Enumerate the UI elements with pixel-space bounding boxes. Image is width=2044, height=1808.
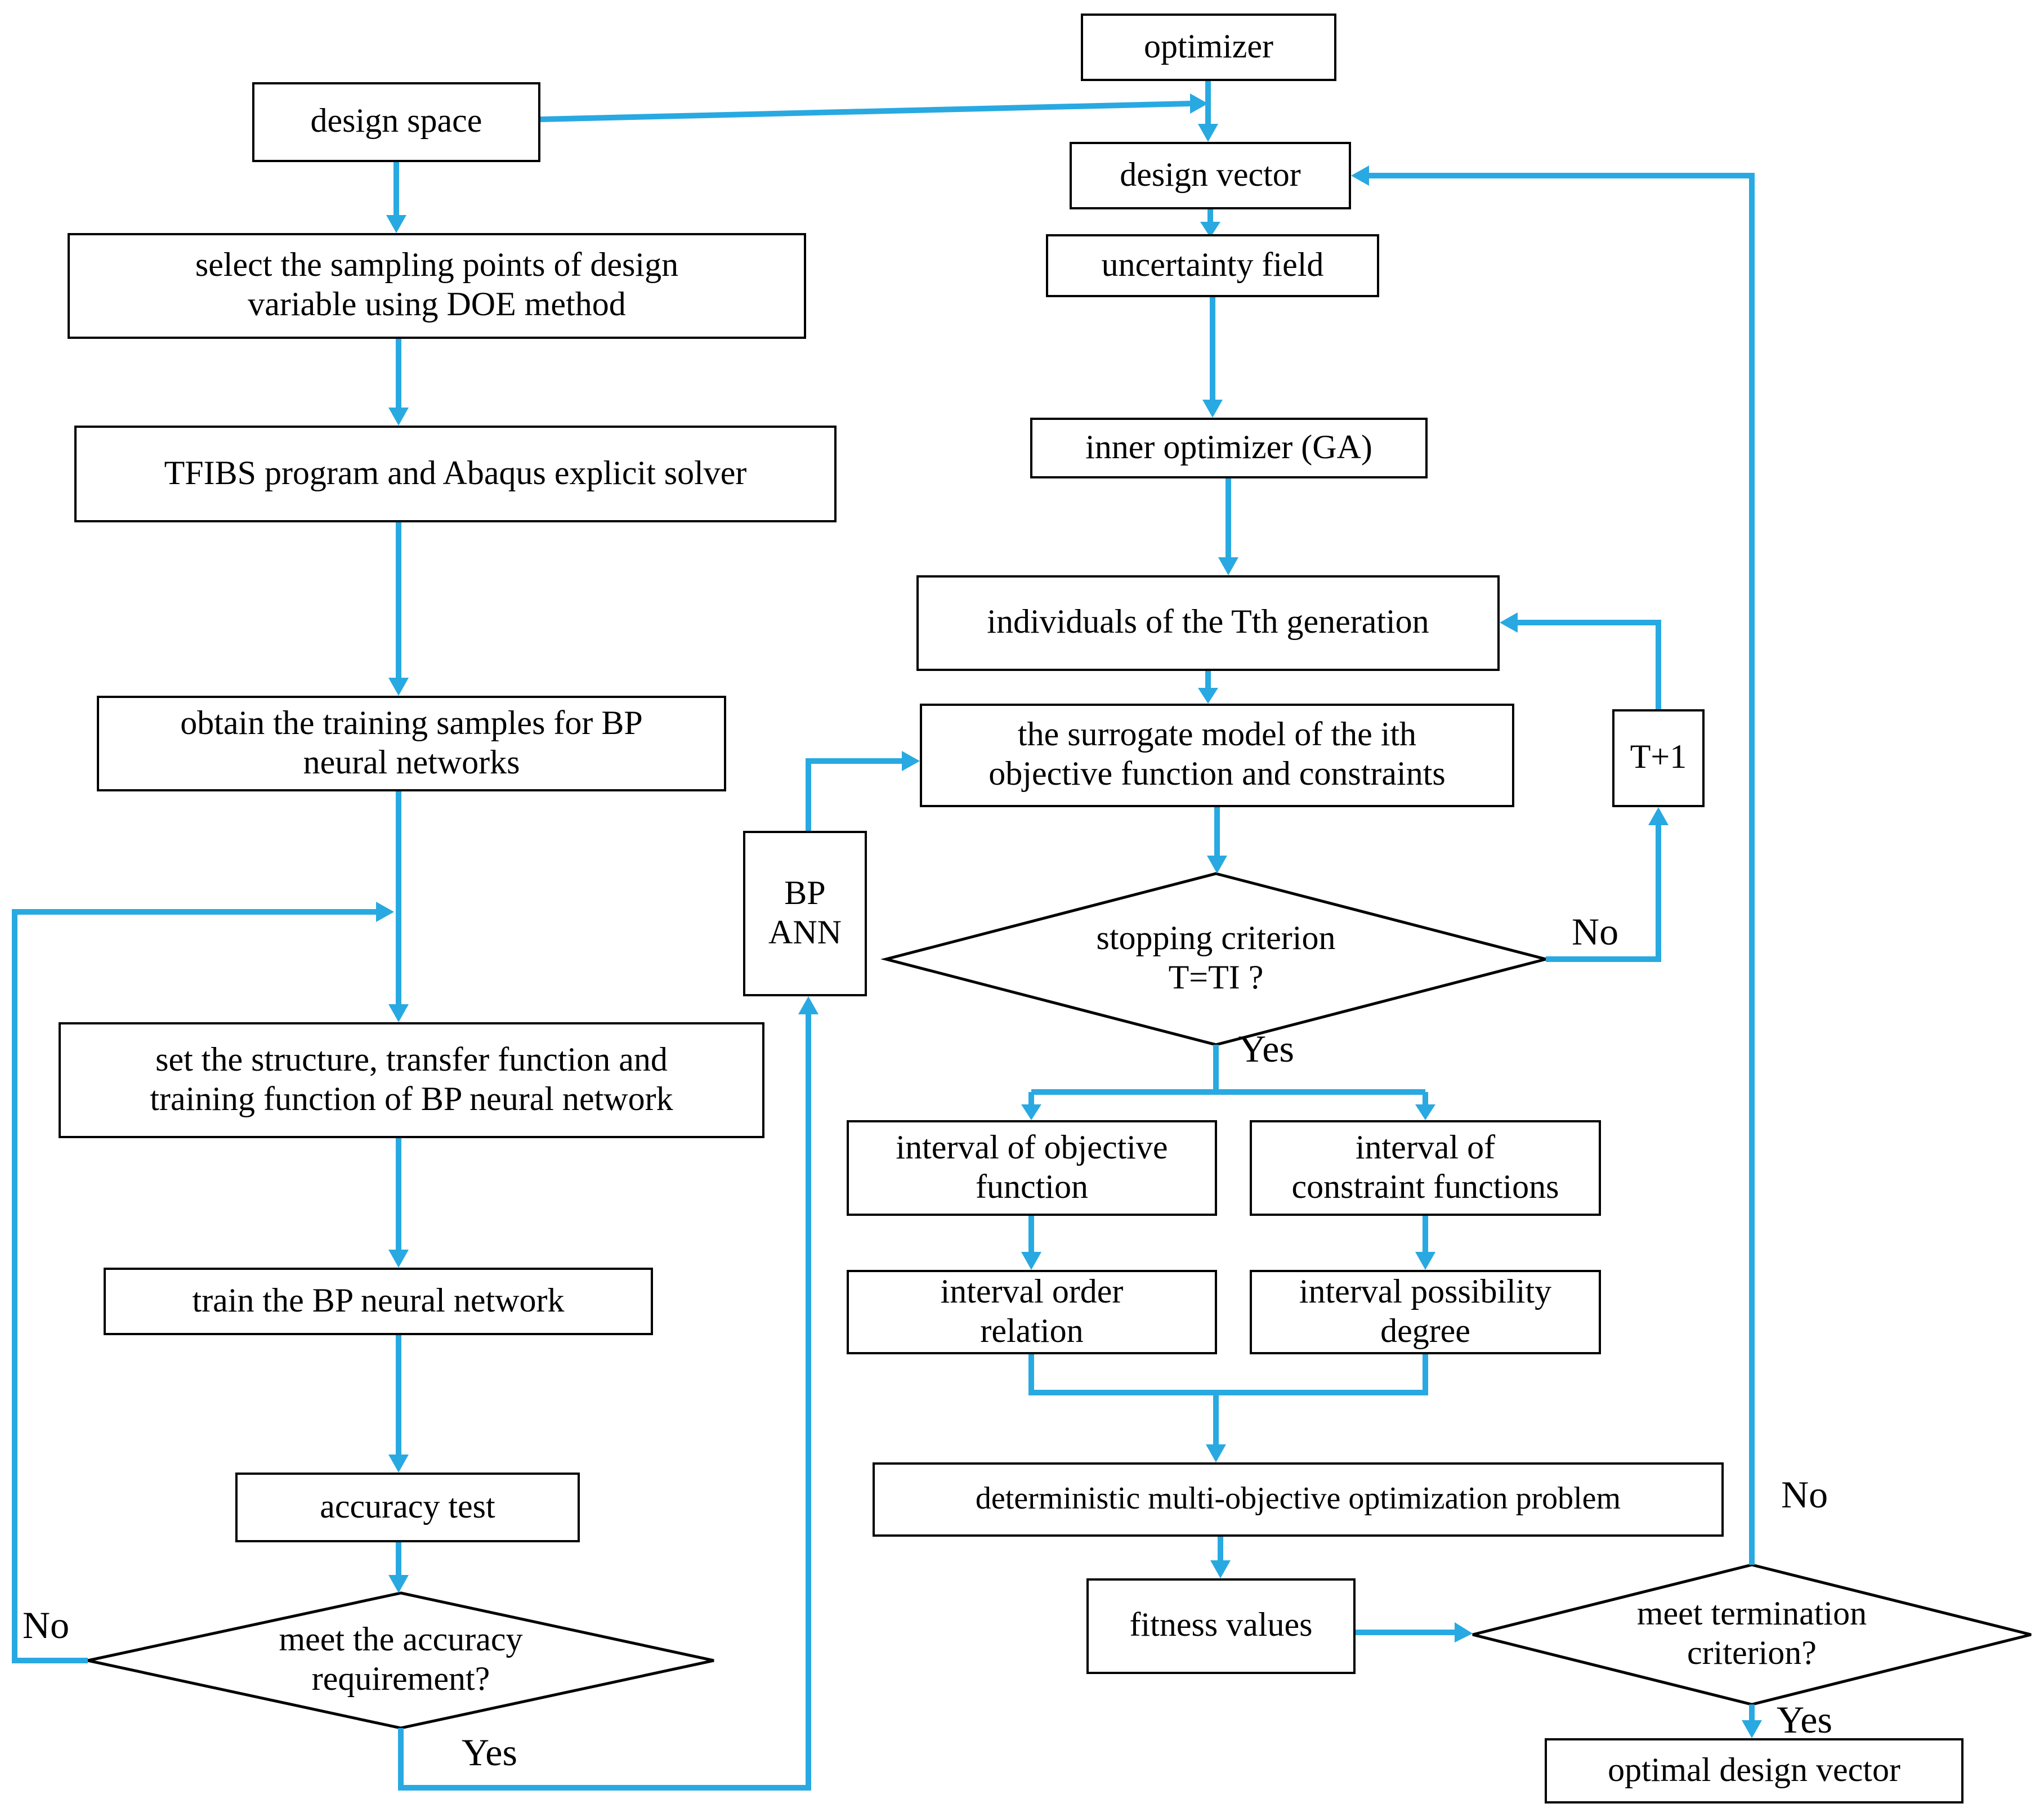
node-fitness-values: fitness values	[1086, 1578, 1356, 1674]
label-termination-yes: Yes	[1777, 1700, 1832, 1742]
node-interval-possibility: interval possibility degree	[1250, 1270, 1601, 1354]
node-tfibs-solver: TFIBS program and Abaqus explicit solver	[74, 426, 837, 522]
label-termination-no: No	[1781, 1475, 1828, 1516]
connector-lines	[12, 81, 1755, 1791]
node-interval-order: interval order relation	[847, 1270, 1217, 1354]
node-interval-constraints: interval of constraint functions	[1250, 1120, 1601, 1216]
node-individuals: individuals of the Tth generation	[916, 575, 1500, 671]
label-stopping-no: No	[1572, 912, 1619, 954]
connector-arrowheads	[376, 93, 1762, 1738]
node-bp-ann: BP ANN	[743, 831, 867, 996]
accuracy-decision-diamond	[87, 1591, 714, 1730]
node-train-network: train the BP neural network	[104, 1268, 653, 1335]
label-accuracy-yes: Yes	[462, 1733, 517, 1774]
node-obtain-samples: obtain the training samples for BP neura…	[97, 696, 726, 791]
decision-diamonds	[87, 872, 2032, 1730]
node-design-space: design space	[252, 82, 540, 162]
node-optimizer: optimizer	[1081, 14, 1336, 81]
node-set-structure: set the structure, transfer function and…	[59, 1022, 764, 1138]
label-stopping-yes: Yes	[1238, 1029, 1294, 1071]
node-design-vector: design vector	[1070, 142, 1351, 209]
label-accuracy-no: No	[23, 1605, 70, 1647]
stopping-decision-diamond	[880, 872, 1551, 1046]
node-inner-optimizer: inner optimizer (GA)	[1030, 418, 1428, 478]
node-select-sampling: select the sampling points of design var…	[68, 233, 806, 339]
node-t-plus-1: T+1	[1612, 709, 1705, 807]
node-deterministic-problem: deterministic multi-objective optimizati…	[873, 1462, 1724, 1537]
node-optimal-design-vector: optimal design vector	[1545, 1738, 1964, 1803]
termination-decision-diamond	[1472, 1563, 2032, 1706]
node-accuracy-test: accuracy test	[235, 1473, 580, 1542]
node-interval-objective: interval of objective function	[847, 1120, 1217, 1216]
node-surrogate-model: the surrogate model of the ith objective…	[920, 704, 1514, 807]
node-uncertainty-field: uncertainty field	[1046, 234, 1379, 297]
